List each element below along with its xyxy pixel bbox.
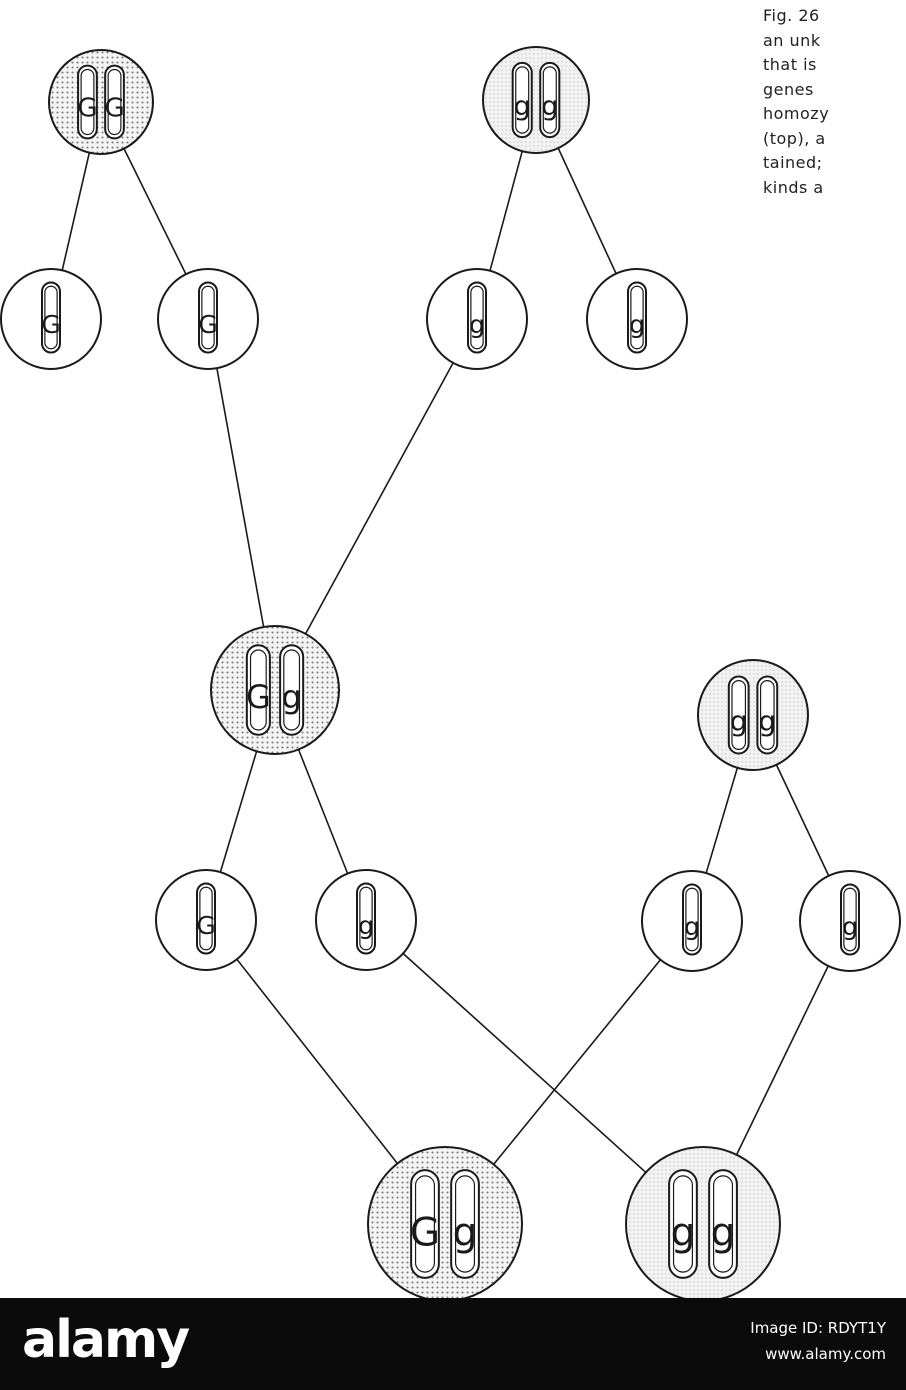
allele-label: G	[77, 94, 97, 124]
allele-label: g	[711, 1211, 736, 1256]
allele-label: g	[541, 91, 558, 122]
cell-circle	[211, 626, 339, 754]
cell-circle	[626, 1147, 780, 1298]
cell-gam3a: G	[156, 870, 256, 970]
cell-circle	[483, 47, 589, 153]
allele-label: g	[629, 310, 645, 339]
allele-label: g	[469, 310, 485, 339]
allele-label: g	[758, 704, 776, 737]
allele-label: G	[41, 310, 60, 339]
allele-label: G	[198, 310, 217, 339]
cell-gam1b: G	[158, 269, 258, 369]
allele-label: g	[358, 911, 374, 940]
allele-label: g	[514, 91, 531, 122]
watermark-banner: alamy Image ID: RDYT1Y www.alamy.com	[0, 1298, 906, 1390]
cell-gam1a: G	[1, 269, 101, 369]
allele-label: g	[281, 678, 301, 716]
caption-line: that is	[763, 53, 906, 78]
connector-line	[558, 148, 616, 273]
connector-line	[299, 750, 348, 874]
cell-gam3b: g	[316, 870, 416, 970]
connector-line	[494, 960, 661, 1165]
connector-line	[776, 765, 828, 876]
site-url: www.alamy.com	[765, 1345, 886, 1363]
image-id-label: Image ID: RDYT1Y	[750, 1319, 886, 1337]
connector-line	[62, 153, 89, 271]
watermark-logo: alamy	[22, 1310, 188, 1370]
connector-line	[403, 953, 646, 1172]
connector-line	[306, 363, 453, 634]
allele-label: g	[842, 912, 858, 941]
caption-line: (top), a	[763, 127, 906, 152]
caption-line: homozy	[763, 102, 906, 127]
allele-label: G	[246, 678, 271, 716]
allele-label: G	[410, 1211, 440, 1256]
caption-line: tained;	[763, 151, 906, 176]
connector-line	[490, 151, 522, 271]
cell-gam2b: g	[587, 269, 687, 369]
cell-gam2a: g	[427, 269, 527, 369]
caption-line: Fig. 26	[763, 4, 906, 29]
allele-label: g	[730, 704, 748, 737]
caption-line: an unk	[763, 29, 906, 54]
connector-line	[124, 149, 186, 275]
allele-label: g	[453, 1211, 478, 1256]
connector-line	[737, 966, 829, 1155]
connector-line	[220, 751, 256, 872]
connector-line	[237, 959, 398, 1163]
cell-gam4b: g	[800, 871, 900, 971]
allele-label: G	[104, 94, 124, 124]
cell-circle	[368, 1147, 522, 1298]
cell-circle	[698, 660, 808, 770]
cell-circle	[49, 50, 153, 154]
allele-label: g	[684, 912, 700, 941]
allele-label: G	[196, 911, 215, 940]
allele-label: g	[671, 1211, 696, 1256]
caption-line: kinds a	[763, 176, 906, 201]
caption-line: genes	[763, 78, 906, 103]
cell-gam4a: g	[642, 871, 742, 971]
connector-line	[217, 368, 264, 627]
connector-line	[706, 768, 737, 873]
